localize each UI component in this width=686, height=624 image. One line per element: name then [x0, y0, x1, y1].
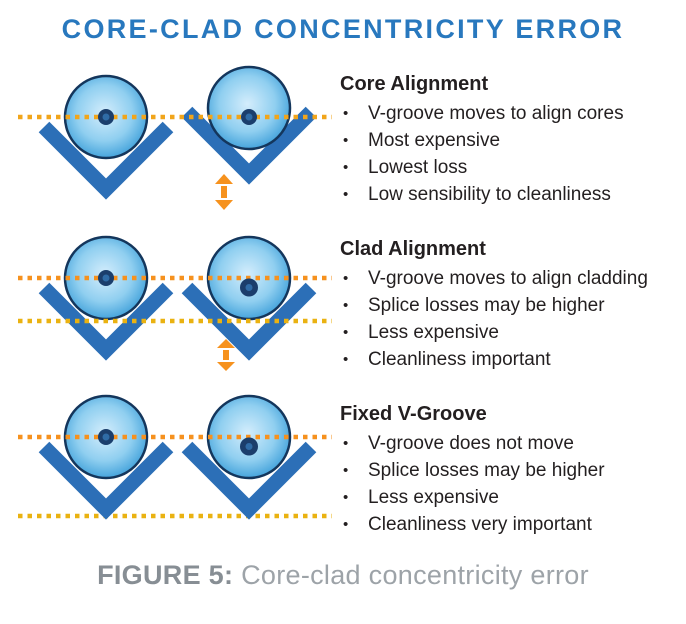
fiber-core-right-center	[245, 443, 253, 450]
bullet-text: V-groove moves to align cores	[368, 103, 624, 124]
bullet-icon: •	[343, 132, 349, 149]
v-groove-right	[181, 441, 317, 520]
bullet-text: V-groove moves to align cladding	[368, 268, 648, 289]
list-item: • V-groove moves to align cladding	[340, 265, 684, 292]
list-item: • Cleanliness important	[340, 346, 684, 373]
bullet-list: • V-groove moves to align cores • Most exp…	[340, 100, 684, 208]
figure-caption-label: FIGURE 5:	[97, 560, 234, 590]
bullet-text: V-groove does not move	[368, 433, 574, 454]
v-groove-right	[181, 106, 317, 185]
fiber-core-left-center	[102, 113, 110, 121]
list-item: • V-groove does not move	[340, 430, 684, 457]
bullet-icon: •	[343, 270, 349, 287]
list-item: • Splice losses may be higher	[340, 292, 684, 319]
list-item: • V-groove moves to align cores	[340, 100, 684, 127]
list-item: • Lowest loss	[340, 154, 684, 181]
diagram-fixed-v-groove	[18, 394, 332, 520]
bullet-text: Splice losses may be higher	[368, 295, 605, 316]
vertical-movement-arrow-icon	[217, 339, 235, 371]
section-heading: Core Alignment	[340, 73, 489, 95]
bullet-icon: •	[343, 159, 349, 176]
list-item: • Low sensibility to cleanliness	[340, 181, 684, 208]
diagram-clad-alignment	[18, 235, 332, 371]
bullet-text: Low sensibility to cleanliness	[368, 184, 611, 205]
section-heading: Fixed V-Groove	[340, 403, 487, 425]
list-item: • Cleanliness very important	[340, 511, 684, 538]
figure-caption: FIGURE 5: Core-clad concentricity error	[0, 560, 686, 591]
bullet-icon: •	[343, 435, 349, 452]
vertical-movement-arrow-icon	[215, 174, 233, 210]
bullet-text: Splice losses may be higher	[368, 460, 605, 481]
fiber-core-left-center	[102, 433, 110, 441]
bullet-text: Cleanliness very important	[368, 514, 592, 535]
bullet-text: Most expensive	[368, 130, 501, 151]
list-item: • Most expensive	[340, 127, 684, 154]
section-heading: Clad Alignment	[340, 238, 486, 260]
fiber-core-right-center	[245, 113, 253, 121]
fiber-core-left-center	[102, 274, 110, 282]
list-item: • Less expensive	[340, 484, 684, 511]
diagram-core-alignment	[18, 65, 332, 210]
bullet-icon: •	[343, 516, 349, 533]
section-fixed-v-groove: Fixed V-Groove • V-groove does not move •…	[340, 402, 684, 538]
section-clad-alignment: Clad Alignment • V-groove moves to align …	[340, 237, 684, 373]
bullet-icon: •	[343, 297, 349, 314]
v-groove-left	[38, 441, 174, 520]
bullet-icon: •	[343, 351, 349, 368]
figure-caption-text: Core-clad concentricity error	[233, 560, 589, 590]
bullet-icon: •	[343, 105, 349, 122]
bullet-text: Cleanliness important	[368, 349, 551, 370]
bullet-text: Lowest loss	[368, 157, 468, 178]
v-groove-left	[38, 121, 174, 200]
list-item: • Less expensive	[340, 319, 684, 346]
bullet-text: Less expensive	[368, 487, 499, 508]
section-core-alignment: Core Alignment • V-groove moves to align …	[340, 72, 684, 208]
bullet-icon: •	[343, 489, 349, 506]
list-item: • Splice losses may be higher	[340, 457, 684, 484]
page-title: CORE-CLAD CONCENTRICITY ERROR	[61, 14, 625, 44]
bullet-list: • V-groove moves to align cladding • Splic…	[340, 265, 684, 373]
fiber-core-right-center	[245, 284, 253, 291]
bullet-text: Less expensive	[368, 322, 499, 343]
fiber-cladding-right	[206, 65, 292, 151]
bullet-icon: •	[343, 324, 349, 341]
v-groove-right	[181, 282, 317, 361]
bullet-icon: •	[343, 186, 349, 203]
v-groove-left	[38, 282, 174, 361]
bullet-list: • V-groove does not move • Splice losses m…	[340, 430, 684, 538]
bullet-icon: •	[343, 462, 349, 479]
